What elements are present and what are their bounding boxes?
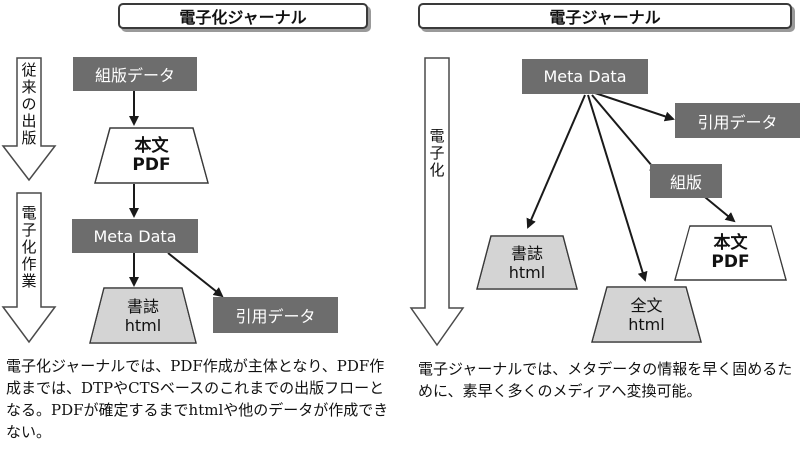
- left-typeset-data-box: 組版データ: [73, 57, 197, 91]
- right-typeset-box: 組版: [650, 164, 722, 198]
- right-bib-html-node: 書誌 html: [478, 237, 576, 288]
- left-citation-data-box: 引用データ: [213, 297, 338, 333]
- arrow-meta-to-bib-html: [526, 94, 586, 229]
- right-digitization-label: 電子化: [429, 127, 445, 179]
- arrow-meta-to-full-html: [587, 94, 648, 282]
- traditional-publishing-label: 従来の出版: [21, 61, 37, 147]
- right-meta-data-box: Meta Data: [522, 59, 648, 94]
- right-full-html-line1: 全文: [630, 295, 663, 315]
- right-body-pdf-line2: PDF: [711, 252, 750, 272]
- right-body-pdf-outline: [674, 225, 787, 281]
- left-meta-data-box: Meta Data: [72, 219, 198, 253]
- right-full-html-outline: [591, 286, 702, 343]
- left-body-pdf-node: 本文 PDF: [96, 130, 207, 182]
- right-bib-html-line1: 書誌: [510, 243, 543, 263]
- right-full-html-line2: html: [628, 314, 665, 334]
- left-bib-html-line2: html: [124, 315, 162, 335]
- right-bib-html-outline: [476, 235, 578, 290]
- right-digitization-arrow: [409, 57, 465, 347]
- arrow-meta-to-citation-right: [594, 92, 675, 122]
- right-body-pdf-line1: 本文: [713, 233, 748, 253]
- right-panel-title: 電子ジャーナル: [418, 3, 792, 29]
- right-full-html-node: 全文 html: [593, 288, 700, 341]
- left-panel-title: 電子化ジャーナル: [118, 3, 368, 29]
- left-bib-html-outline: [89, 287, 197, 344]
- right-citation-data-box: 引用データ: [675, 103, 800, 138]
- left-body-pdf-outline: [94, 127, 209, 184]
- right-bib-html-line2: html: [508, 262, 546, 282]
- right-body-pdf-node: 本文 PDF: [676, 227, 785, 279]
- left-caption: 電子化ジャーナルでは、PDF作成が主体となり、PDF作成までは、DTPやCTSベ…: [6, 357, 389, 441]
- left-bib-html-line1: 書誌: [126, 296, 159, 316]
- digitization-work-arrow: [1, 192, 57, 344]
- digitization-work-label: 電子化作業: [21, 204, 37, 290]
- left-body-pdf-line1: 本文: [134, 136, 169, 156]
- left-body-pdf-line2: PDF: [132, 155, 171, 175]
- left-bib-html-node: 書誌 html: [91, 289, 195, 342]
- arrow-meta-to-typeset: [591, 94, 660, 175]
- traditional-publishing-arrow: [1, 57, 57, 182]
- arrow-meta-to-citation: [167, 252, 224, 298]
- right-caption: 電子ジャーナルでは、メタデータの情報を早く固めるために、素早く多くのメディアへ変…: [418, 360, 793, 400]
